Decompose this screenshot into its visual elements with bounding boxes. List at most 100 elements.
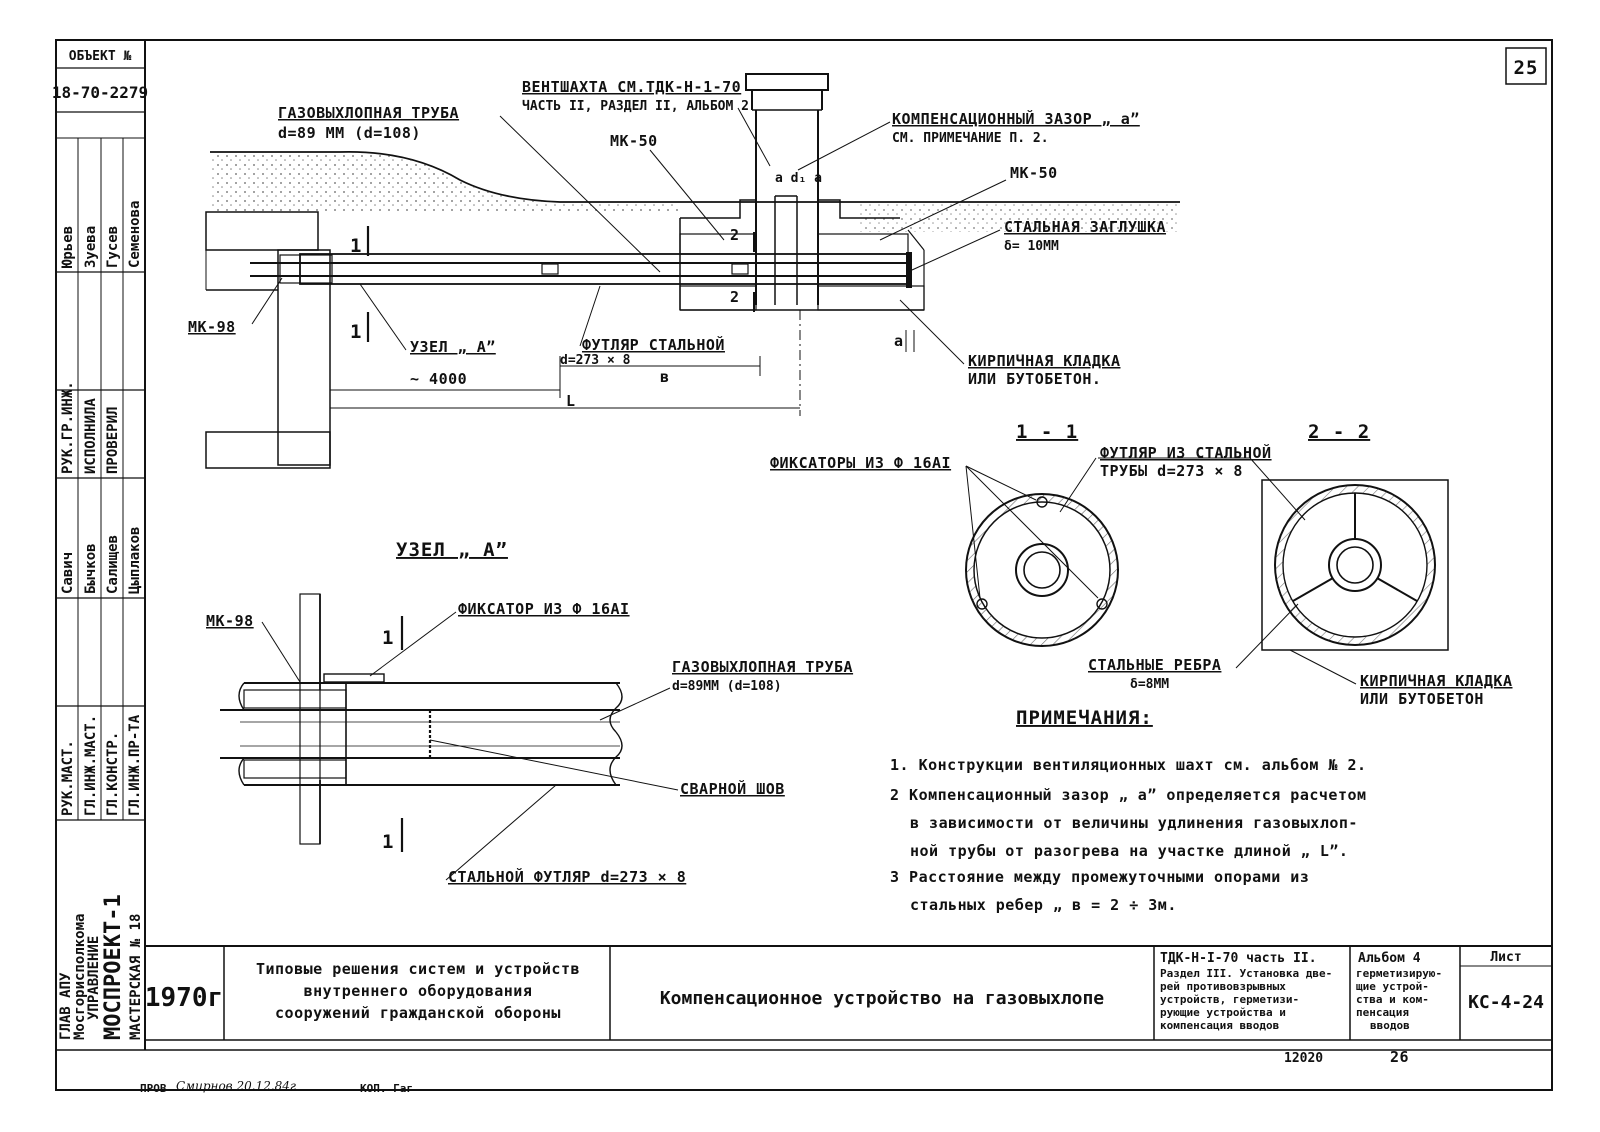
label-exhaust-pipe-detail: ГАЗОВЫХЛОПНАЯ ТРУБА (672, 658, 853, 676)
album-line2: герметизирую- (1356, 967, 1442, 980)
footer-stamp: ПРОВ Смирнов 20.12.84г КОП. Гаг (140, 1079, 413, 1095)
label-steel-case-d: d=273 × 8 (560, 353, 631, 368)
main-labels: ВЕНТШАХТА СМ.ТДК-Н-1-70 ЧАСТЬ II, РАЗДЕЛ… (188, 78, 1166, 388)
label-weld: СВАРНОЙ ШОВ (680, 779, 785, 798)
label-mk98-detail: МК-98 (206, 612, 254, 630)
shaft-base (680, 199, 756, 219)
label-steel-case-detail: СТАЛЬНОЙ ФУТЛЯР d=273 × 8 (448, 867, 686, 886)
label-steel-case: ФУТЛЯР СТАЛЬНОЙ (582, 335, 725, 354)
detail-mk98-seal-bottom (243, 759, 347, 779)
detail-fixator (323, 673, 385, 683)
label-exhaust-pipe: ГАЗОВЫХЛОПНАЯ ТРУБА (278, 104, 459, 122)
detail-mk98-seal-top (243, 689, 347, 709)
side-column: ОБЪЕКТ № 18-70-2279 Юрьев Зуева Гусев Се… (52, 49, 148, 1040)
org-line2: Мосгорисполкома (72, 914, 88, 1040)
section-1-title: 1 - 1 (1016, 421, 1078, 443)
org-line1: ГЛАВ АПУ (58, 972, 74, 1040)
sheet-frame (55, 39, 1553, 1091)
detail-wall (299, 593, 321, 845)
section-mark-1-bot: 1 (350, 321, 362, 343)
steel-case (299, 253, 909, 285)
label-exhaust-pipe-detail-d: d=89ММ (d=108) (672, 679, 782, 694)
dim-L: L (566, 392, 576, 410)
mk98-seal (279, 254, 333, 284)
floor-slab (205, 431, 331, 469)
ref-line4: устройств, герметизи- (1160, 993, 1299, 1006)
footer-copy: КОП. Гаг (360, 1082, 413, 1095)
section-mark-1-top: 1 (350, 235, 362, 257)
role-proveril: ПРОВЕРИЛ (105, 407, 121, 474)
title-year: 1970г (145, 983, 223, 1013)
brick-block (679, 285, 757, 311)
label-brick-laying: КИРПИЧНАЯ КЛАДКА (968, 352, 1121, 370)
label-node-a-ref: УЗЕЛ „ А” (410, 338, 496, 356)
section-mark-2-top: 2 (730, 226, 740, 244)
notes: ПРИМЕЧАНИЯ: 1. Конструкции вентиляционны… (890, 707, 1367, 914)
label-fixator-detail: ФИКСАТОР ИЗ Ф 16АI (458, 600, 630, 618)
structure-wall (277, 249, 331, 466)
section-2-title: 2 - 2 (1308, 421, 1370, 443)
note-2a: 2 Компенсационный зазор „ а” определяетс… (890, 786, 1367, 804)
label-comp-gap-note: СМ. ПРИМЕЧАНИЕ П. 2. (892, 131, 1049, 146)
name-gusev: Гусев (105, 226, 121, 268)
ref-line1: ТДК-Н-I-70 часть II. (1160, 951, 1317, 966)
album-line6: вводов (1370, 1019, 1410, 1032)
section2-masonry (1261, 479, 1449, 651)
footer-signature: Смирнов 20.12.84г (176, 1079, 296, 1093)
sheet-number: 25 (1514, 57, 1539, 79)
org-line5: МАСТЕРСКАЯ № 18 (128, 914, 144, 1040)
dim-4000: ~ 4000 (410, 370, 467, 388)
role-ispolnila: ИСПОЛНИЛА (83, 398, 99, 474)
object-number: 18-70-2279 (52, 83, 148, 102)
album-line5: пенсация (1356, 1006, 1409, 1019)
name-zueva: Зуева (83, 226, 99, 268)
note-2b: в зависимости от величины удлинения газо… (910, 814, 1358, 832)
series-line2: внутреннего оборудования (304, 982, 533, 1000)
section-mark-2-bot: 2 (730, 288, 740, 306)
main-section: 2 2 1 1 ~ 4000 в L а (205, 73, 1180, 469)
label-brick-laying2: КИРПИЧНАЯ КЛАДКА (1360, 672, 1513, 690)
role-ruk-mast: РУК.МАСТ. (60, 740, 76, 816)
label-case-from-pipe: ФУТЛЯР ИЗ СТАЛЬНОЙ (1100, 443, 1272, 462)
label-steel-ribs: СТАЛЬНЫЕ РЕБРА (1088, 656, 1221, 674)
title-block: 1970г Типовые решения систем и устройств… (145, 945, 1552, 1066)
role-rukgr: РУК.ГР.ИНЖ. (60, 381, 76, 474)
label-mk50-right: МК-50 (1010, 164, 1058, 182)
detail-mark-bottom: 1 (382, 831, 394, 853)
rib-left (1292, 577, 1334, 602)
object-label: ОБЪЕКТ № (69, 49, 133, 64)
roof-slab (205, 211, 319, 251)
label-gap-dims: а d₁ а (775, 171, 822, 186)
ref-line5: рующие устройства и (1160, 1006, 1286, 1019)
dim-a: а (894, 332, 904, 350)
sheet-number-box (1505, 47, 1547, 85)
label-mk50-left: МК-50 (610, 132, 658, 150)
role-gl-konstr: ГЛ.КОНСТР. (105, 732, 121, 816)
name-savich: Савич (60, 552, 76, 594)
role-gl-inzh-prta: ГЛ.ИНЖ.ПР-ТА (127, 714, 143, 816)
node-a-title: УЗЕЛ „ А” (396, 539, 508, 561)
name-yuriev: Юрьев (60, 226, 76, 268)
sheet-label: Лист (1490, 950, 1521, 965)
rib-right (1376, 577, 1418, 602)
section-views: 1 - 1 2 - 2 ФИКСАТОРЫ ИЗ Ф 16АI ФУТЛЯР И… (770, 421, 1513, 708)
label-or-rubble: ИЛИ БУТОБЕТОН. (968, 370, 1101, 388)
name-salishchev: Салищев (105, 535, 121, 594)
label-vent-shaft-ref: ЧАСТЬ II, РАЗДЕЛ II, АЛЬБОМ 2 (522, 99, 749, 114)
ref-line6: компенсация вводов (1160, 1019, 1279, 1032)
bottom-num1: 12020 (1284, 1051, 1323, 1066)
series-line1: Типовые решения систем и устройств (256, 960, 580, 978)
album-line1: Альбом 4 (1358, 951, 1421, 966)
org-line4: МОСПРОЕКТ-1 (101, 894, 126, 1040)
album-line4: ства и ком- (1356, 993, 1429, 1006)
section1-pipe (1015, 543, 1069, 597)
org-line3: УПРАВЛЕНИЕ (86, 936, 102, 1020)
node-a-detail: УЗЕЛ „ А” 1 1 МК-98 ФИКСАТОР ИЗ Ф 16АI (206, 539, 853, 886)
drawing-title: Компенсационное устройство на газовыхлоп… (660, 988, 1104, 1009)
name-bychkov: Бычков (83, 543, 99, 594)
note-3b: стальных ребер „ в = 2 ÷ 3м. (910, 896, 1177, 914)
notes-title: ПРИМЕЧАНИЯ: (1016, 707, 1153, 729)
steel-plug (906, 252, 912, 288)
label-vent-shaft: ВЕНТШАХТА СМ.ТДК-Н-1-70 (522, 78, 741, 96)
